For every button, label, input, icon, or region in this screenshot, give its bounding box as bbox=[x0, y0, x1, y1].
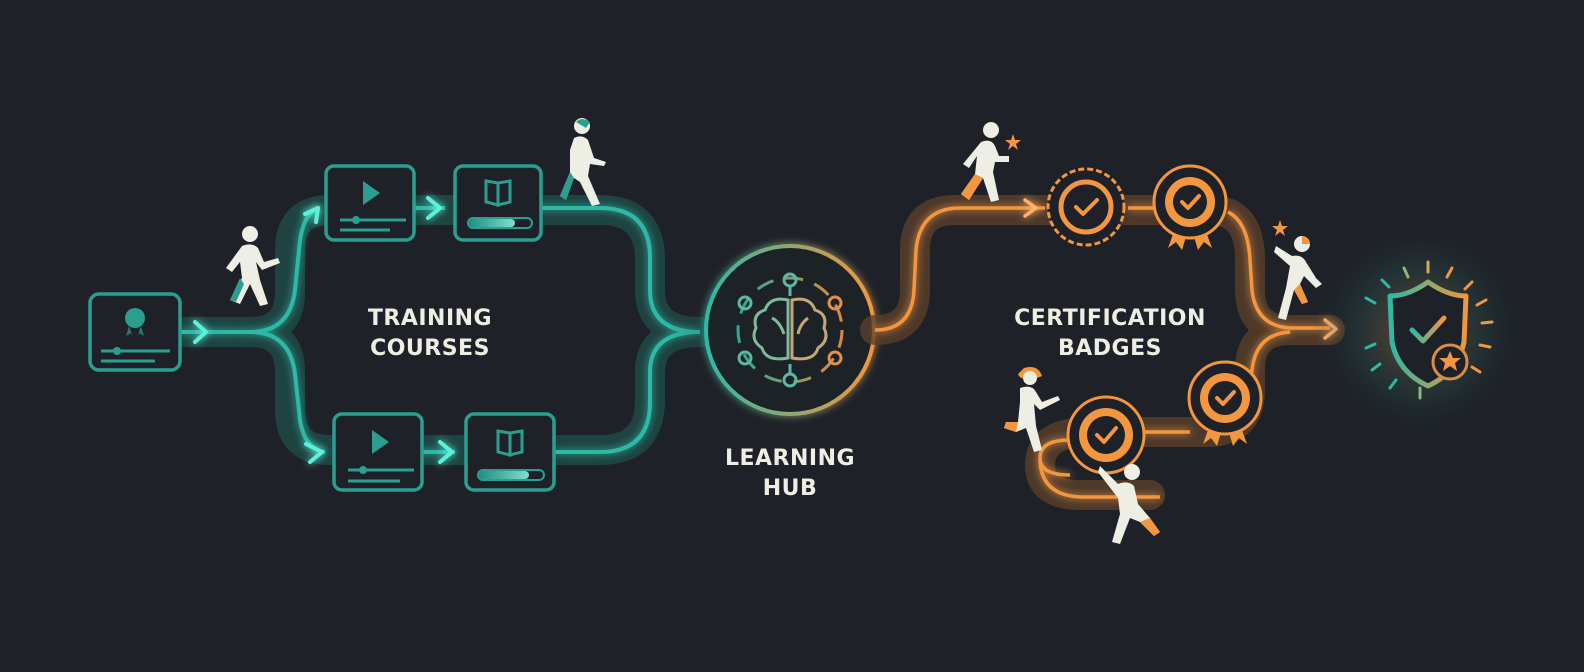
course-video-bottom[interactable] bbox=[332, 412, 424, 492]
video-play-icon bbox=[363, 181, 380, 205]
open-book-icon bbox=[484, 179, 512, 207]
start-certificate-card[interactable] bbox=[88, 292, 182, 372]
walker-figure-icon bbox=[1272, 220, 1322, 320]
certificate-icon bbox=[101, 308, 170, 363]
walker-figure-icon bbox=[226, 226, 280, 306]
arrow-icon bbox=[438, 440, 454, 464]
check-icon bbox=[1180, 194, 1201, 210]
hub-label-line1: LEARNING bbox=[724, 446, 856, 471]
final-shield-node[interactable] bbox=[1364, 260, 1494, 400]
badge-seal-1[interactable] bbox=[1046, 167, 1126, 247]
badge-rosette-3[interactable] bbox=[1066, 395, 1146, 475]
course-video-top[interactable] bbox=[324, 164, 416, 242]
check-icon bbox=[1095, 426, 1118, 444]
training-courses-label: TRAINING COURSES bbox=[330, 304, 530, 364]
badge-rosette-1[interactable] bbox=[1152, 164, 1228, 250]
star-icon bbox=[1272, 220, 1288, 236]
certification-label-line2: BADGES bbox=[1058, 336, 1162, 361]
walker-figure-icon bbox=[560, 118, 606, 206]
arrow-icon bbox=[304, 442, 324, 464]
arrow-icon bbox=[1023, 198, 1038, 218]
check-icon bbox=[1074, 198, 1099, 216]
radiant-rays bbox=[1364, 260, 1494, 400]
course-book-top[interactable] bbox=[453, 164, 543, 242]
learning-hub-label: LEARNING HUB bbox=[690, 444, 890, 504]
arrow-icon bbox=[426, 196, 442, 220]
walker-figure-icon bbox=[961, 122, 1021, 202]
learning-hub-node[interactable] bbox=[704, 244, 876, 416]
badge-rosette-2[interactable] bbox=[1187, 360, 1263, 446]
training-label-line1: TRAINING bbox=[367, 306, 493, 331]
video-play-icon bbox=[372, 430, 389, 454]
walker-figure-icon bbox=[1004, 367, 1060, 452]
certification-badges-label: CERTIFICATION BADGES bbox=[980, 304, 1240, 364]
training-label-line2: COURSES bbox=[370, 336, 490, 361]
star-icon bbox=[1005, 134, 1021, 150]
check-icon bbox=[1215, 390, 1236, 406]
walker-figure-icon bbox=[1098, 464, 1160, 544]
check-icon bbox=[1409, 315, 1447, 344]
course-book-bottom[interactable] bbox=[464, 412, 556, 492]
arrow-icon bbox=[303, 206, 320, 224]
certification-label-line1: CERTIFICATION bbox=[1014, 306, 1206, 331]
arrow-icon bbox=[193, 320, 208, 344]
hub-label-line2: HUB bbox=[762, 476, 818, 501]
open-book-icon bbox=[496, 429, 524, 457]
brain-network-icon bbox=[736, 272, 844, 388]
star-icon bbox=[1439, 351, 1461, 371]
